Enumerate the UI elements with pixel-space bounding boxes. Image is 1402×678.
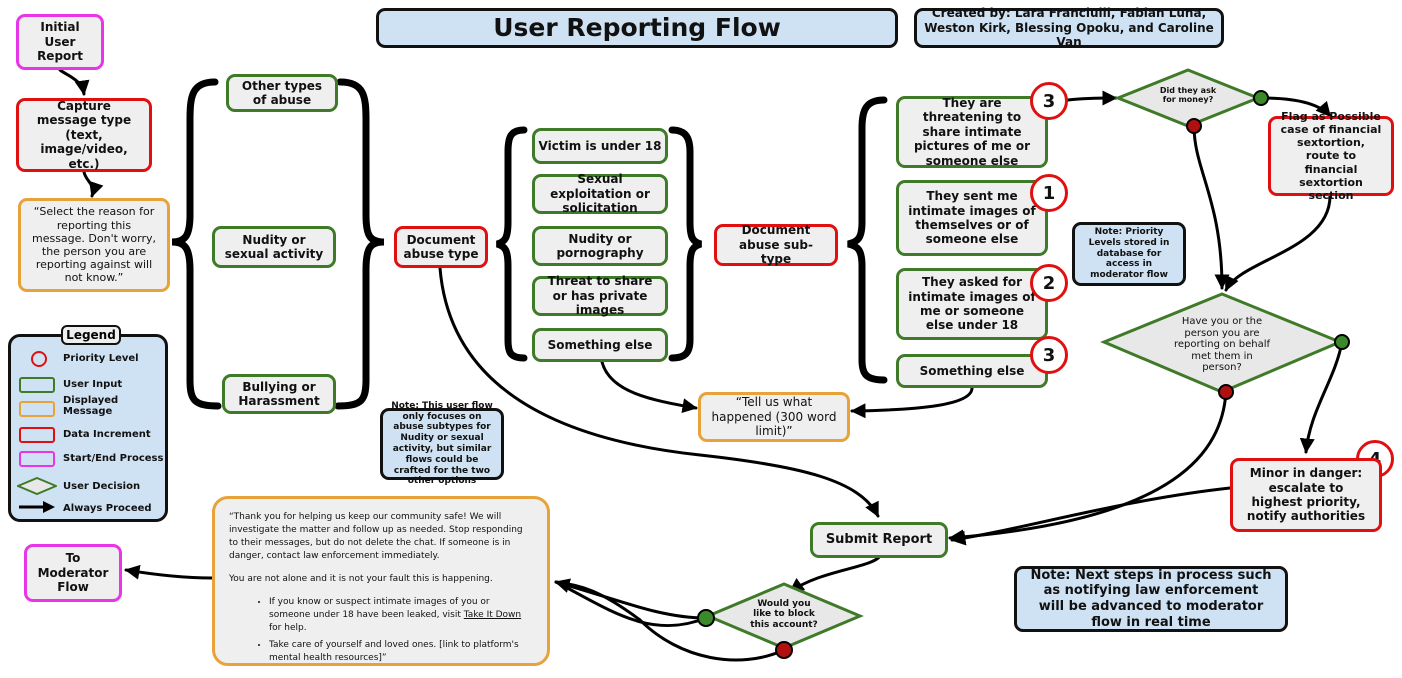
legend-priority-label: Priority Level (63, 353, 139, 364)
flag-financial-sextortion: Flag as Possible case of financial sexto… (1268, 110, 1394, 202)
document-abuse-subtype: Document abuse sub-type (714, 223, 838, 266)
thank-you-bullet-1: If you know or suspect intimate images o… (269, 596, 533, 635)
legend-data-increment-swatch (19, 427, 55, 443)
block-account-decision: Would you like to block this account? (750, 599, 818, 630)
option-nudity-pornography[interactable]: Nudity or pornography (532, 226, 668, 266)
bullet-1-tail: for help. (269, 623, 307, 634)
note-user-flow: Note: This user flow only focuses on abu… (380, 401, 504, 486)
thank-you-para-1: “Thank you for helping us keep our commu… (229, 512, 523, 562)
to-moderator-flow: To Moderator Flow (24, 544, 122, 602)
capture-message-type: Capture message type (text, image/video,… (16, 98, 152, 172)
legend-user-input-label: User Input (63, 379, 123, 390)
option-other-abuse[interactable]: Other types of abuse (226, 74, 338, 112)
take-it-down-link[interactable]: Take It Down (463, 610, 522, 621)
legend-decision-swatch (17, 477, 57, 495)
note-priority-levels: Note: Priority Levels stored in database… (1072, 222, 1186, 286)
submit-report[interactable]: Submit Report (810, 522, 948, 558)
legend-displayed-message-label: Displayed Message (63, 395, 119, 417)
did-they-ask-decision: Did they ask for money? (1159, 86, 1217, 105)
legend-user-input-swatch (19, 377, 55, 393)
option-something-else[interactable]: Something else (532, 328, 668, 362)
thank-you-para-2: You are not alone and it is not your fau… (229, 574, 493, 585)
legend-priority-swatch (31, 351, 47, 367)
priority-level-badge: 1 (1030, 174, 1068, 212)
tell-us-message: “Tell us what happened (300 word limit)” (698, 392, 850, 442)
bullet-1-text: If you know or suspect intimate images o… (269, 597, 490, 621)
page-title: User Reporting Flow (376, 8, 898, 48)
initial-user-report: Initial User Report (16, 14, 104, 70)
legend-title: Legend (61, 325, 121, 345)
note-next-steps: Note: Next steps in process such as noti… (1014, 566, 1288, 632)
option-threatening[interactable]: They are threatening to share intimate p… (896, 96, 1048, 168)
document-abuse-type: Document abuse type (394, 226, 488, 268)
legend-data-increment-label: Data Increment (63, 429, 151, 440)
legend-start-end-swatch (19, 451, 55, 467)
minor-in-danger: Minor in danger: escalate to highest pri… (1230, 458, 1382, 532)
option-bullying[interactable]: Bullying or Harassment (222, 374, 336, 414)
legend-displayed-message-swatch (19, 401, 55, 417)
option-sexual-exploitation[interactable]: Sexual exploitation or solicitation (532, 172, 668, 215)
thank-you-message: “Thank you for helping us keep our commu… (212, 496, 550, 666)
select-reason-message: “Select the reason for reporting this me… (18, 198, 170, 292)
option-something-else-2[interactable]: Something else (896, 354, 1048, 388)
met-in-person-decision: Have you or the person you are reporting… (1173, 316, 1271, 373)
legend: Legend Priority Level User Input Display… (8, 325, 168, 522)
option-nudity-sexual-activity[interactable]: Nudity or sexual activity (212, 226, 336, 268)
option-victim-under-18[interactable]: Victim is under 18 (532, 128, 668, 164)
thank-you-bullet-2: Take care of yourself and loved ones. [l… (269, 639, 533, 665)
legend-start-end-label: Start/End Process (63, 453, 164, 464)
option-threat-to-share[interactable]: Threat to share or has private images (532, 274, 668, 317)
legend-arrow-swatch (19, 501, 55, 513)
credits: Created by: Lara Franciulli, Fabian Luna… (914, 6, 1224, 49)
legend-always-proceed-label: Always Proceed (63, 503, 152, 514)
option-sent-me-images[interactable]: They sent me intimate images of themselv… (896, 180, 1048, 256)
legend-decision-label: User Decision (63, 481, 141, 492)
priority-level-badge: 2 (1030, 264, 1068, 302)
priority-level-badge: 3 (1030, 82, 1068, 120)
priority-level-badge: 3 (1030, 336, 1068, 374)
option-asked-for-images[interactable]: They asked for intimate images of me or … (896, 268, 1048, 340)
